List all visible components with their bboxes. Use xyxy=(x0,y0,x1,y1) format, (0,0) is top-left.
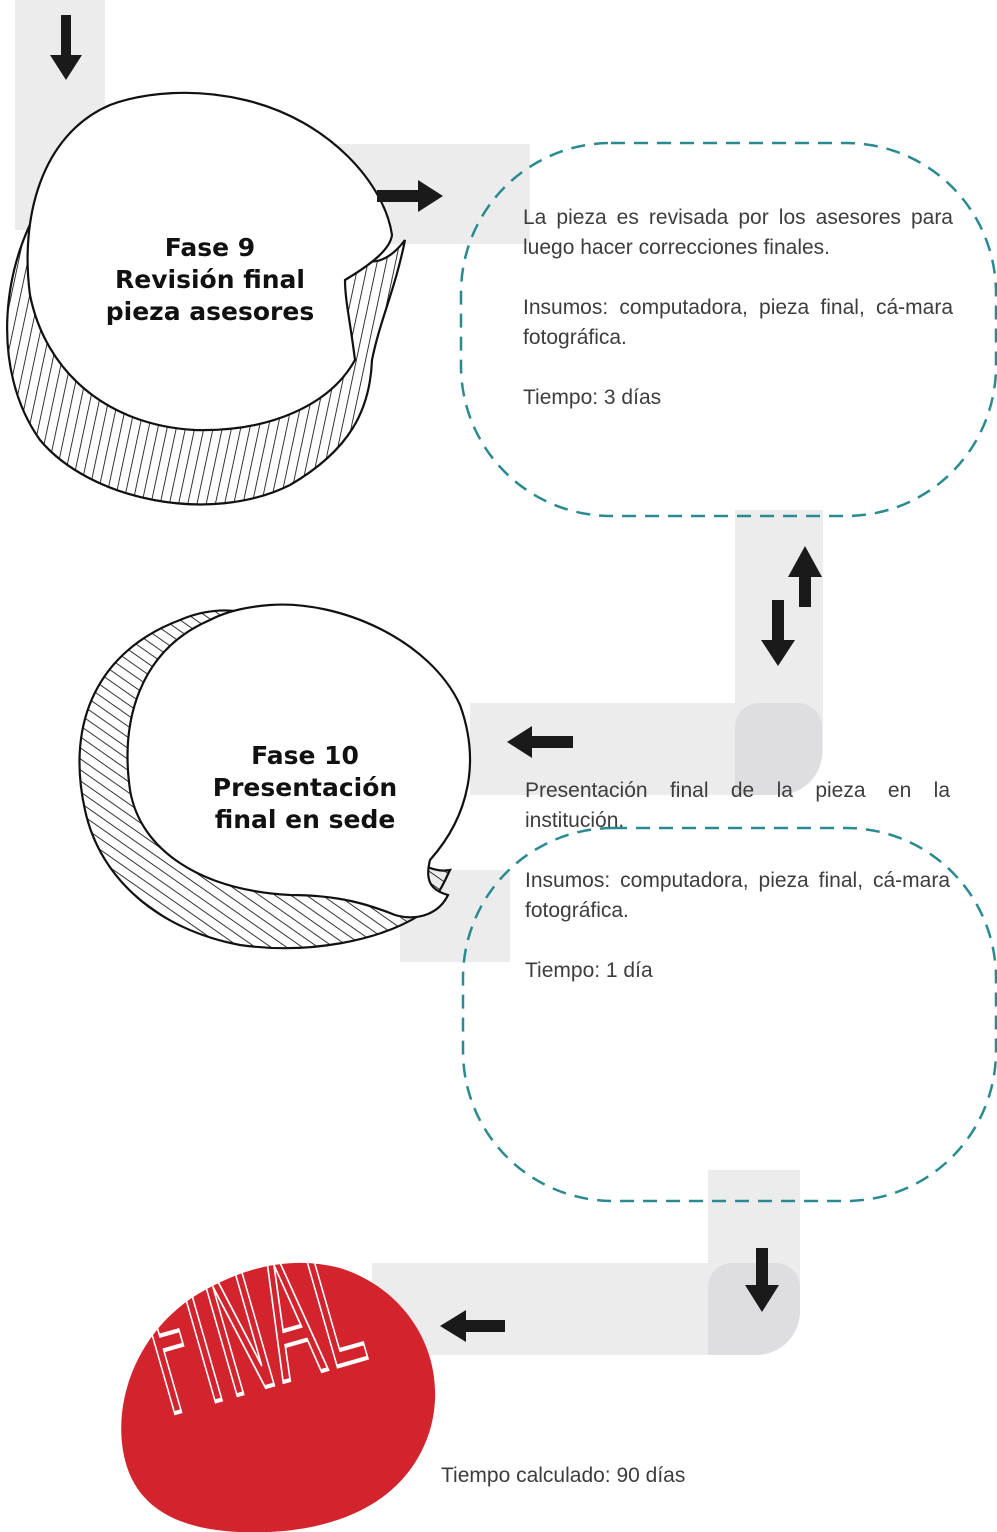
total-time: Tiempo calculado: 90 días xyxy=(441,1464,686,1487)
arrow-right-fase9-icon xyxy=(377,180,443,212)
fase10-title: Fase 10 Presentación final en sede xyxy=(160,740,450,836)
fase9-time: Tiempo: 3 días xyxy=(523,386,662,409)
fase10-description: Presentación final de la pieza en la ins… xyxy=(525,779,950,832)
fase10-supplies: Insumos: computadora, pieza final, cá-ma… xyxy=(525,869,950,922)
fase10-info-box-border xyxy=(461,826,997,1203)
fase10-description-box: Presentación final de la pieza en la ins… xyxy=(525,776,950,986)
arrow-left-bottom-icon xyxy=(440,1310,505,1342)
fase10-bubble-body xyxy=(126,603,472,919)
fase9-title: Fase 9 Revisión final pieza asesores xyxy=(60,232,360,328)
fase9-bubble-body xyxy=(26,91,394,432)
arrow-down-top-icon xyxy=(50,15,82,80)
fase10-title-line1: Fase 10 xyxy=(251,741,359,770)
fase10-title-line2: Presentación xyxy=(212,773,398,802)
fase9-info-box-border xyxy=(459,141,997,518)
fase10-bubble xyxy=(78,603,472,950)
connector-band-bottom-overlap xyxy=(708,1263,800,1355)
fase9-supplies: Insumos: computadora, pieza final, cá-ma… xyxy=(523,296,953,349)
fase9-title-line3: pieza asesores xyxy=(105,297,315,326)
fase9-description-box: La pieza es revisada por los asesores pa… xyxy=(523,203,953,413)
fase10-title-line3: final en sede xyxy=(214,805,396,834)
fase9-description: La pieza es revisada por los asesores pa… xyxy=(523,206,953,259)
arrow-left-middle-icon xyxy=(507,726,573,758)
arrow-down-right-icon xyxy=(761,600,795,666)
arrow-up-right-icon xyxy=(788,546,822,607)
arrow-down-bottom-icon xyxy=(745,1248,779,1312)
connector-band-middle-overlap xyxy=(735,703,822,795)
fase9-title-line1: Fase 9 xyxy=(164,233,256,262)
fase9-title-line2: Revisión final xyxy=(115,265,305,294)
fase9-bubble xyxy=(6,91,407,506)
final-badge-blob xyxy=(121,1262,436,1532)
fase10-time: Tiempo: 1 día xyxy=(525,959,653,982)
final-badge: FINAL xyxy=(120,1193,436,1532)
